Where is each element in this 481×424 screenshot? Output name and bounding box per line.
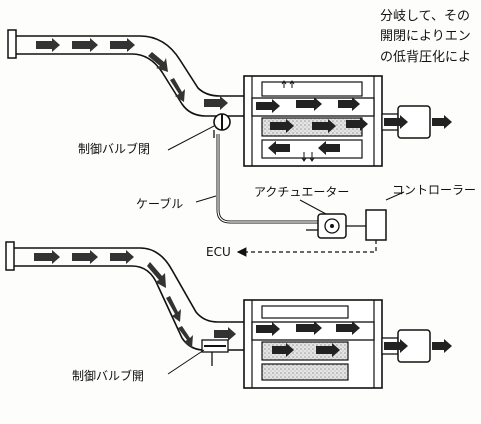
top-exhaust-diagram <box>7 29 452 167</box>
top-pipe-flow-arrows <box>36 38 228 110</box>
label-cable: ケーブル <box>136 196 183 211</box>
bottom-exhaust-diagram <box>5 241 452 389</box>
actuator-leader-line <box>299 199 327 215</box>
top-upper-chamber <box>261 81 363 97</box>
top-pipe-lower-wall <box>16 53 244 117</box>
controller-box <box>365 209 387 241</box>
cable-leader-line <box>195 195 217 203</box>
label-actuator: アクチュエーター <box>254 185 349 199</box>
body-text-line-3: の低背圧化によ <box>380 50 471 65</box>
bottom-valve-leader-line <box>167 349 205 375</box>
body-text-line-2: 開閉によりエン <box>380 29 471 44</box>
top-valve-leader-line <box>167 125 215 151</box>
bottom-pipe-flow-arrows <box>34 250 236 348</box>
label-valve-closed: 制御バルブ閉 <box>78 141 150 156</box>
bottom-upper-chamber <box>261 305 349 319</box>
top-inlet-flange <box>7 29 17 59</box>
body-text-line-1: 分岐して、その <box>380 9 470 24</box>
top-muffler-flow-arrows <box>256 97 368 155</box>
actuator-unit <box>306 213 347 239</box>
bottom-muffler-flow-arrows <box>256 321 360 357</box>
top-pipe-upper-wall <box>16 35 244 97</box>
label-controller: コントローラー <box>392 183 476 197</box>
label-ecu: ECU <box>206 245 231 259</box>
bottom-lower-chamber <box>261 363 349 381</box>
controller-leader-line <box>385 191 405 201</box>
bottom-pipe-lower-wall <box>14 265 244 351</box>
label-valve-open: 制御バルブ開 <box>72 368 144 383</box>
bottom-inlet-flange <box>5 241 15 271</box>
ecu-signal-line <box>236 240 377 257</box>
bottom-pipe-upper-wall <box>14 247 244 323</box>
